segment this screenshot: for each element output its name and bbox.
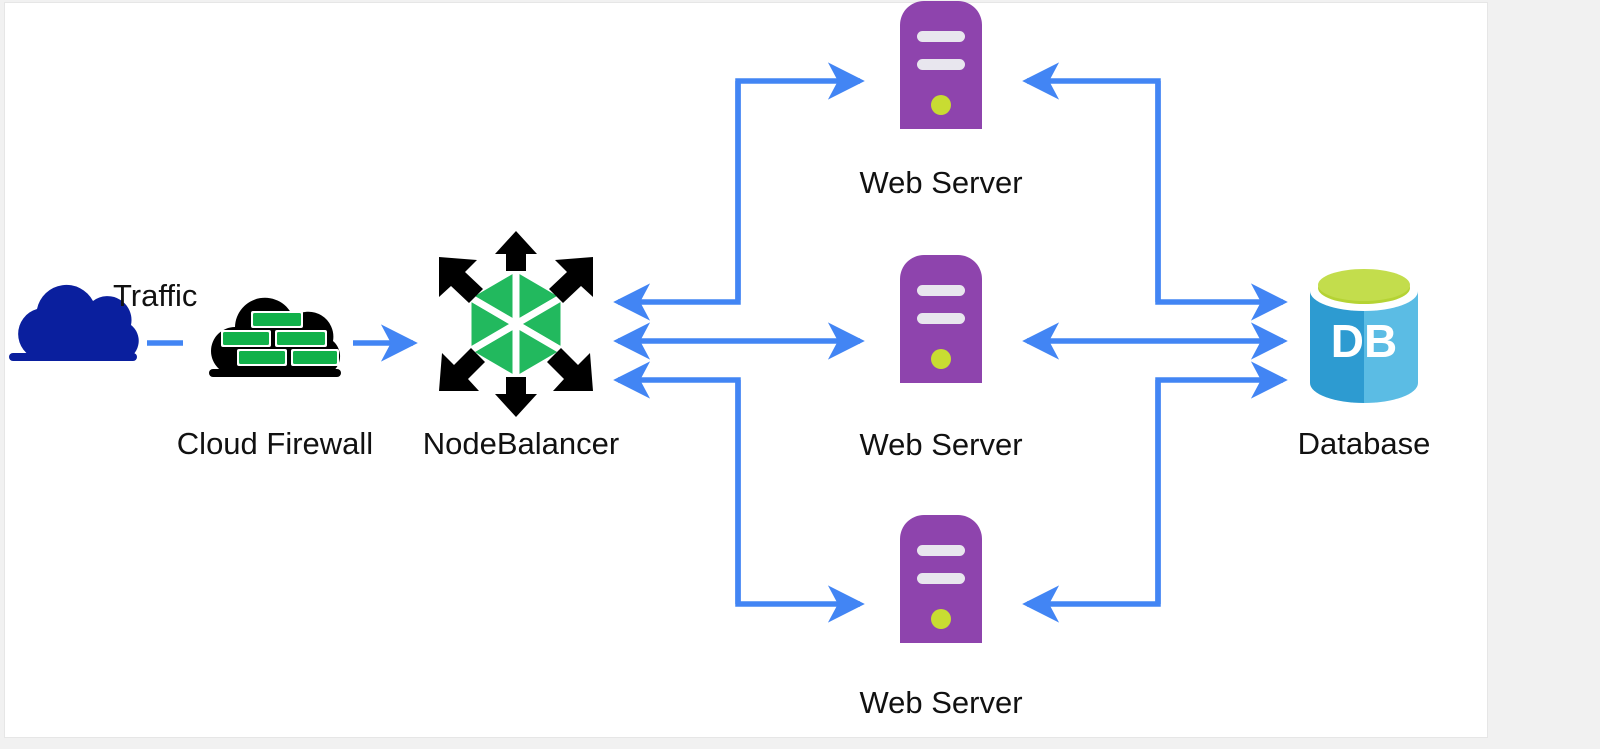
cloud-icon — [9, 284, 139, 361]
database-cylinder-icon: DB — [1310, 269, 1418, 403]
wire-balancer-to-bottom-server — [735, 380, 865, 623]
server-tower-icon — [900, 255, 982, 383]
wire-bottom-server-to-database — [1155, 361, 1288, 604]
nodebalancer-icon — [439, 231, 593, 417]
wire-database-to-bottom-server — [1022, 380, 1161, 623]
database-node[interactable]: DB — [1308, 269, 1420, 403]
internet-cloud-node[interactable] — [7, 284, 147, 365]
firewall-cloud-icon — [209, 297, 341, 377]
web-server-bottom-label: Web Server — [859, 685, 1023, 720]
nodebalancer-label: NodeBalancer — [422, 426, 620, 461]
web-server-middle-label: Web Server — [859, 427, 1023, 462]
cloud-firewall-label: Cloud Firewall — [176, 426, 374, 461]
database-badge-text: DB — [1331, 315, 1397, 367]
cloud-firewall-node[interactable] — [201, 285, 349, 381]
server-tower-icon — [900, 1, 982, 129]
web-server-bottom-node[interactable] — [900, 515, 982, 643]
web-server-middle-node[interactable] — [900, 255, 982, 383]
database-label: Database — [1297, 426, 1431, 461]
diagram-canvas: Traffic — [4, 1, 1488, 738]
wire-top-server-to-database — [1155, 81, 1288, 321]
web-server-top-label: Web Server — [859, 165, 1023, 200]
wire-bottom-server-to-balancer — [613, 361, 741, 604]
server-tower-icon — [900, 515, 982, 643]
web-server-top-node[interactable] — [900, 1, 982, 129]
nodebalancer-node[interactable] — [433, 231, 599, 417]
wire-top-server-to-balancer — [613, 81, 741, 321]
traffic-label: Traffic — [113, 278, 198, 313]
